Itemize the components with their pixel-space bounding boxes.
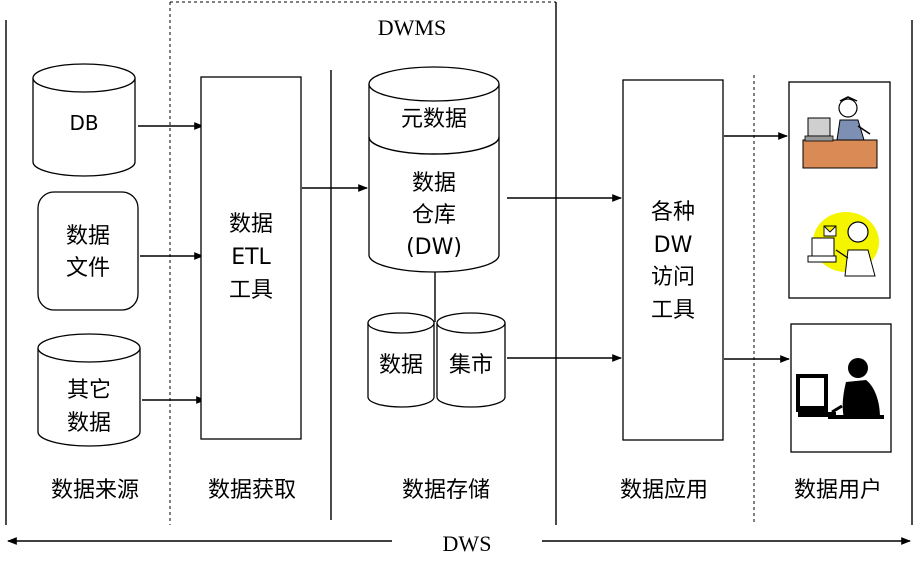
data-mart-left-cylinder: 数据 — [367, 312, 435, 408]
other-data-label-1: 其它 — [67, 378, 111, 403]
dws-label: DWS — [443, 531, 492, 556]
etl-label-2: ETL — [231, 245, 271, 270]
access-tools-label-4: 工具 — [651, 298, 695, 323]
metadata-label: 元数据 — [401, 107, 467, 132]
mart-right-label: 集市 — [449, 353, 493, 378]
column-label-application: 数据应用 — [620, 478, 708, 503]
etl-label-3: 工具 — [229, 278, 273, 303]
db-cylinder: DB — [32, 63, 136, 177]
access-tools-label-3: 访问 — [651, 265, 695, 290]
db-label: DB — [69, 111, 98, 135]
column-label-storage: 数据存储 — [402, 478, 490, 503]
data-files-label-1: 数据 — [66, 224, 110, 249]
email-user-icon — [807, 212, 879, 277]
access-tools-label-2: DW — [654, 233, 693, 258]
column-label-acquire: 数据获取 — [208, 478, 296, 503]
data-warehouse-cylinder: 元数据 数据 仓库 (DW) — [368, 66, 500, 273]
dw-label-2: 仓库 — [412, 203, 456, 228]
computer-user-icon — [802, 96, 878, 169]
desktop-operator-icon — [796, 358, 884, 419]
etl-tool-box: 数据 ETL 工具 — [200, 76, 302, 440]
column-label-users: 数据用户 — [794, 478, 882, 503]
dwms-label: DWMS — [378, 15, 446, 40]
other-data-label-2: 数据 — [67, 411, 111, 436]
column-label-sources: 数据来源 — [51, 478, 139, 503]
mart-left-label: 数据 — [379, 353, 423, 378]
access-tools-label-1: 各种 — [651, 200, 695, 225]
other-data-cylinder: 其它 数据 — [37, 333, 141, 447]
access-tools-box: 各种 DW 访问 工具 — [622, 79, 724, 441]
data-files-box: 数据 文件 — [37, 191, 139, 311]
data-mart-right-cylinder: 集市 — [436, 312, 506, 408]
dw-label-3: (DW) — [406, 235, 462, 260]
data-files-label-2: 文件 — [66, 256, 110, 281]
dw-label-1: 数据 — [412, 171, 456, 196]
etl-label-1: 数据 — [229, 212, 273, 237]
